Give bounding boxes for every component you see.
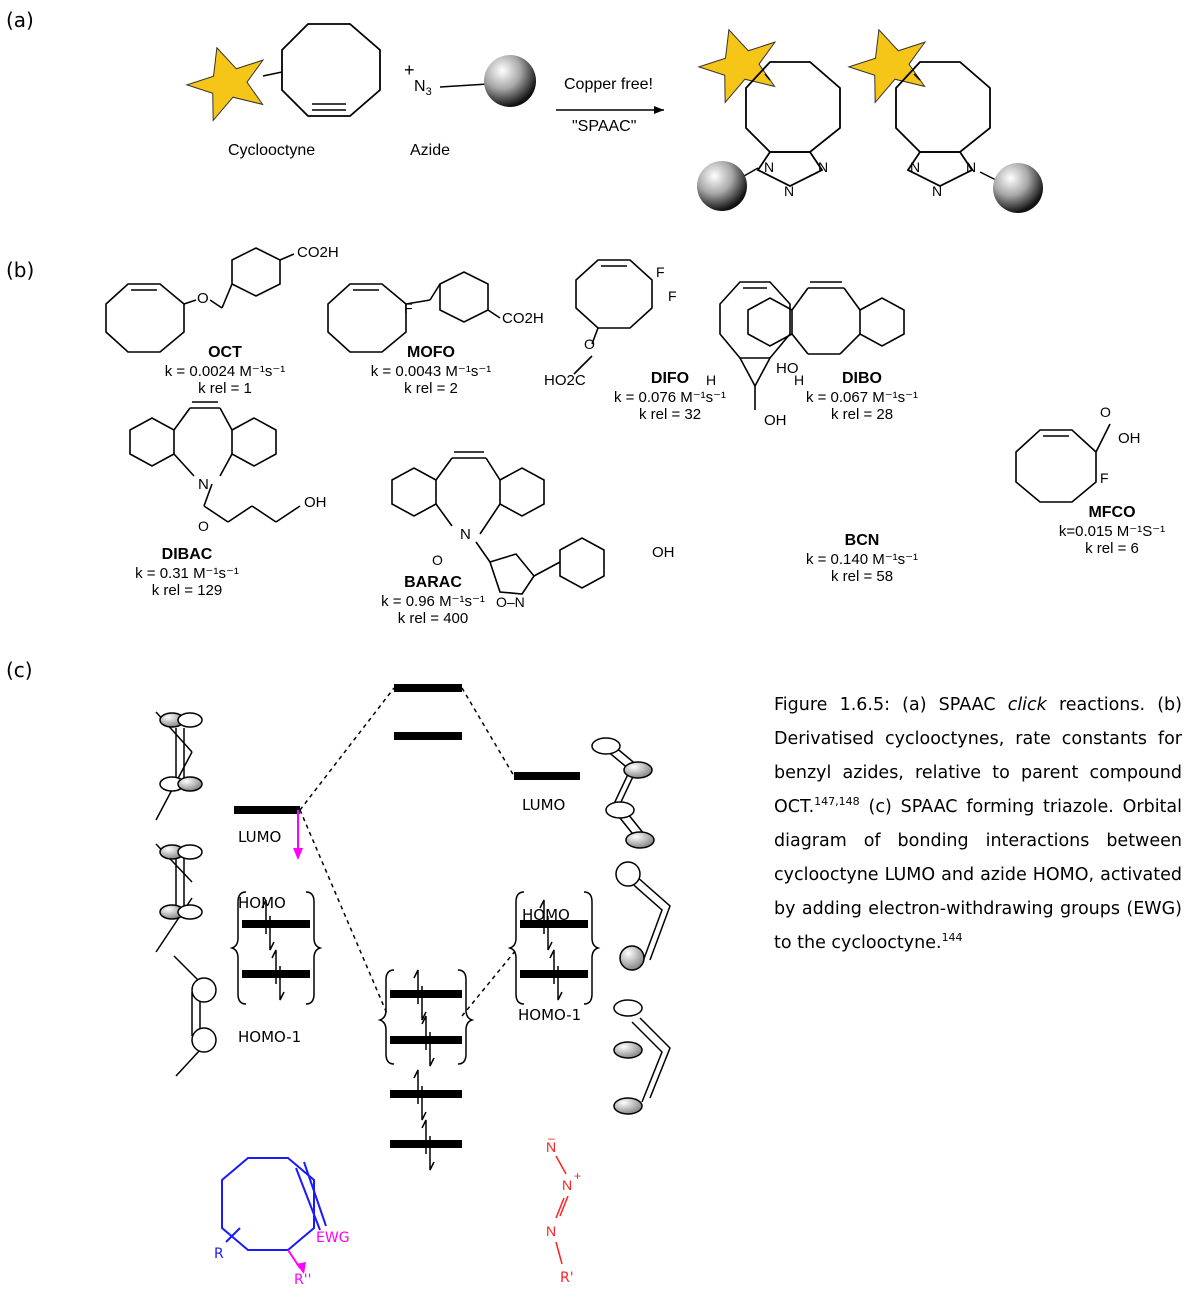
svg-text:N: N <box>546 1223 556 1239</box>
relative-rate: k rel = 1 <box>198 380 252 397</box>
compound-name: MFCO <box>1088 504 1136 521</box>
panel-label-c: (c) <box>6 658 33 682</box>
bcn-hydrogen-1: H <box>706 372 717 388</box>
bcn-hydrogen-2: H <box>794 372 805 388</box>
arrow-label-top: Copper free! <box>564 76 653 93</box>
lumo-left-label: LUMO <box>238 828 282 846</box>
azide-group-label: N3 <box>414 78 432 99</box>
compound-name: BARAC <box>404 574 462 591</box>
homo-right-label: HOMO <box>522 906 570 924</box>
rate-constant: k = 0.96 M⁻¹s⁻¹ <box>381 593 485 610</box>
compound-barac: BARAC k = 0.96 M⁻¹s⁻¹ k rel = 400 <box>358 574 508 627</box>
plus-sign: + <box>404 60 415 80</box>
compound-mfco: MFCO k=0.015 M⁻¹S⁻¹ k rel = 6 <box>1040 504 1184 557</box>
relative-rate: k rel = 2 <box>404 380 458 397</box>
svg-text:N: N <box>818 159 828 175</box>
relative-rate: k rel = 32 <box>638 406 702 423</box>
fluorophore-star <box>185 46 265 122</box>
arrow-label-bottom: "SPAAC" <box>572 118 637 135</box>
mofo-fluorine: F <box>404 300 413 316</box>
figure-caption: Figure 1.6.5: (a) SPAAC click reactions.… <box>774 688 1182 960</box>
mfco-carbonyl-o: O <box>1100 404 1111 420</box>
svg-text:–: – <box>548 1131 555 1145</box>
svg-text:N: N <box>562 1177 572 1193</box>
rate-constant: k = 0.076 M⁻¹s⁻¹ <box>613 389 727 406</box>
svg-text:+: + <box>574 1169 581 1183</box>
mfco-substituent: OH <box>1118 430 1141 447</box>
azide-label: Azide <box>410 142 451 159</box>
difo-substituent: HO2C <box>544 372 586 389</box>
scheme-a: N N N N N N <box>185 23 1043 213</box>
r1-label: R' <box>560 1270 574 1286</box>
homo-left-label: HOMO <box>238 894 286 912</box>
svg-text:N: N <box>784 183 794 199</box>
oct-ether-o: O <box>197 290 209 307</box>
relative-rate: k rel = 28 <box>830 406 894 423</box>
difo-fluorine-2: F <box>668 288 677 304</box>
ewg-label: EWG <box>316 1230 350 1246</box>
compound-name: OCT <box>208 344 242 361</box>
relative-rate: k rel = 129 <box>151 582 223 599</box>
cyclooctyne-label: Cyclooctyne <box>228 142 316 159</box>
mfco-fluorine: F <box>1100 470 1109 486</box>
compound-name: DIBAC <box>161 546 213 563</box>
compound-difo: DIFO k = 0.076 M⁻¹s⁻¹ k rel = 32 <box>600 370 740 423</box>
svg-text:N: N <box>932 183 942 199</box>
compound-bcn: BCN k = 0.140 M⁻¹s⁻¹ k rel = 58 <box>792 532 932 585</box>
lumo-right-label: LUMO <box>522 796 566 814</box>
barac-carbonyl-o: O <box>432 552 443 568</box>
compound-name: DIBO <box>842 370 882 387</box>
rate-constant: k = 0.31 M⁻¹s⁻¹ <box>135 565 239 582</box>
mofo-substituent: CO2H <box>502 310 544 327</box>
rate-constant: k = 0.0043 M⁻¹s⁻¹ <box>370 363 492 380</box>
cyclooctyne-ring <box>281 23 381 117</box>
compound-oct: OCT k = 0.0024 M⁻¹s⁻¹ k rel = 1 <box>150 344 300 397</box>
rate-constant: k = 0.140 M⁻¹s⁻¹ <box>805 551 919 568</box>
svg-text:N: N <box>910 159 920 175</box>
svg-text:N: N <box>764 159 774 175</box>
difo-fluorine-1: F <box>656 264 665 280</box>
homo1-left-label: HOMO-1 <box>238 1028 302 1046</box>
caption-reference: 147,148 <box>814 795 860 809</box>
relative-rate: k rel = 58 <box>830 568 894 585</box>
r-label: R <box>214 1246 224 1262</box>
compound-dibo: DIBO k = 0.067 M⁻¹s⁻¹ k rel = 28 <box>792 370 932 423</box>
dibo-substituent: HO <box>776 360 799 377</box>
relative-rate: k rel = 400 <box>397 610 469 627</box>
svg-text:N: N <box>966 159 976 175</box>
orbital-diagram: N – N + N <box>155 684 671 1274</box>
oct-substituent: CO2H <box>297 244 339 261</box>
cyclooctyne-structures <box>105 247 1111 595</box>
caption-text: reactions. (b) Derivatised cyclooctynes,… <box>774 695 1182 817</box>
homo1-right-label: HOMO-1 <box>518 1006 582 1024</box>
barac-nitrogen: N <box>460 526 471 543</box>
panel-label-b: (b) <box>6 258 35 282</box>
caption-italic: click <box>1007 695 1047 715</box>
dibac-carbonyl-o: O <box>198 518 209 534</box>
bcn-substituent: OH <box>764 412 787 429</box>
compound-name: MOFO <box>407 344 455 361</box>
dibac-nitrogen: N <box>198 476 209 493</box>
caption-text: Figure 1.6.5: (a) SPAAC <box>774 695 1008 715</box>
rate-constant: k = 0.067 M⁻¹s⁻¹ <box>805 389 919 406</box>
rate-constant: k=0.015 M⁻¹S⁻¹ <box>1058 523 1166 540</box>
svg-text:N: N <box>546 1139 556 1155</box>
barac-ring-atoms: O–N <box>496 594 525 610</box>
compound-mofo: MOFO k = 0.0043 M⁻¹s⁻¹ k rel = 2 <box>356 344 506 397</box>
relative-rate: k rel = 6 <box>1085 540 1139 557</box>
caption-text: (c) SPAAC forming triazole. Orbital diag… <box>774 797 1182 953</box>
barac-substituent: OH <box>652 544 675 561</box>
caption-reference: 144 <box>941 931 963 945</box>
compound-dibac: DIBAC k = 0.31 M⁻¹s⁻¹ k rel = 129 <box>112 546 262 599</box>
difo-ether-o: O <box>584 336 595 352</box>
rate-constant: k = 0.0024 M⁻¹s⁻¹ <box>164 363 286 380</box>
dibac-substituent: OH <box>304 494 327 511</box>
compound-name: BCN <box>844 532 880 549</box>
r2-label: R'' <box>294 1272 312 1288</box>
azide-bead <box>484 55 536 107</box>
compound-name: DIFO <box>650 370 690 387</box>
panel-label-a: (a) <box>6 8 34 32</box>
